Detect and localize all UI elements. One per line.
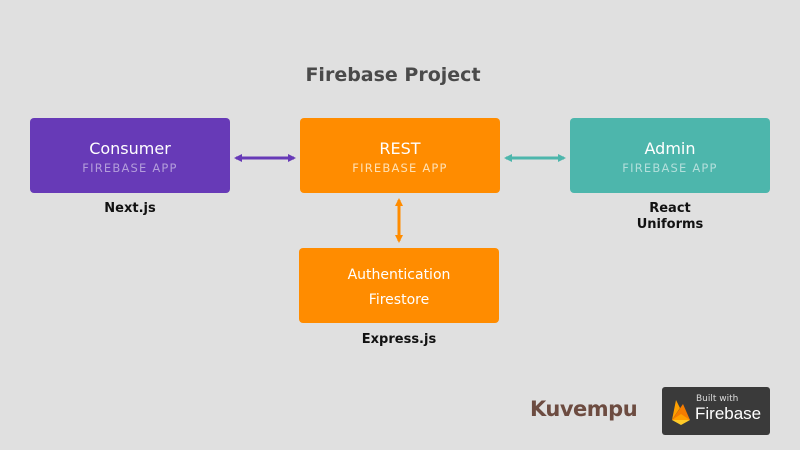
consumer-app-node: Consumer FIREBASE APP xyxy=(30,118,230,193)
built-with-firebase-badge: Built with Firebase xyxy=(662,387,770,435)
backend-caption: Express.js xyxy=(361,332,437,347)
backend-services-node: Authentication Firestore xyxy=(299,248,499,323)
consumer-type: FIREBASE APP xyxy=(82,161,178,175)
backend-firestore: Firestore xyxy=(368,292,430,308)
admin-caption-line2: Uniforms xyxy=(636,217,704,232)
admin-name: Admin xyxy=(644,139,696,158)
admin-type: FIREBASE APP xyxy=(622,161,718,175)
firebase-flame-icon xyxy=(672,400,690,425)
diagram-title: Firebase Project xyxy=(305,64,481,86)
admin-app-node: Admin FIREBASE APP xyxy=(570,118,770,193)
consumer-caption: Next.js xyxy=(104,201,156,216)
rest-type: FIREBASE APP xyxy=(352,161,448,175)
admin-caption: React Uniforms xyxy=(570,201,770,233)
kuvempu-logo: Kuvempu xyxy=(530,397,638,421)
rest-name: REST xyxy=(379,139,421,158)
backend-authentication: Authentication xyxy=(347,267,451,283)
badge-firebase-name: Firebase xyxy=(695,404,762,423)
rest-app-node: REST FIREBASE APP xyxy=(300,118,500,193)
consumer-name: Consumer xyxy=(89,139,171,158)
admin-caption-line1: React xyxy=(649,201,691,216)
badge-built-with: Built with xyxy=(696,394,739,404)
